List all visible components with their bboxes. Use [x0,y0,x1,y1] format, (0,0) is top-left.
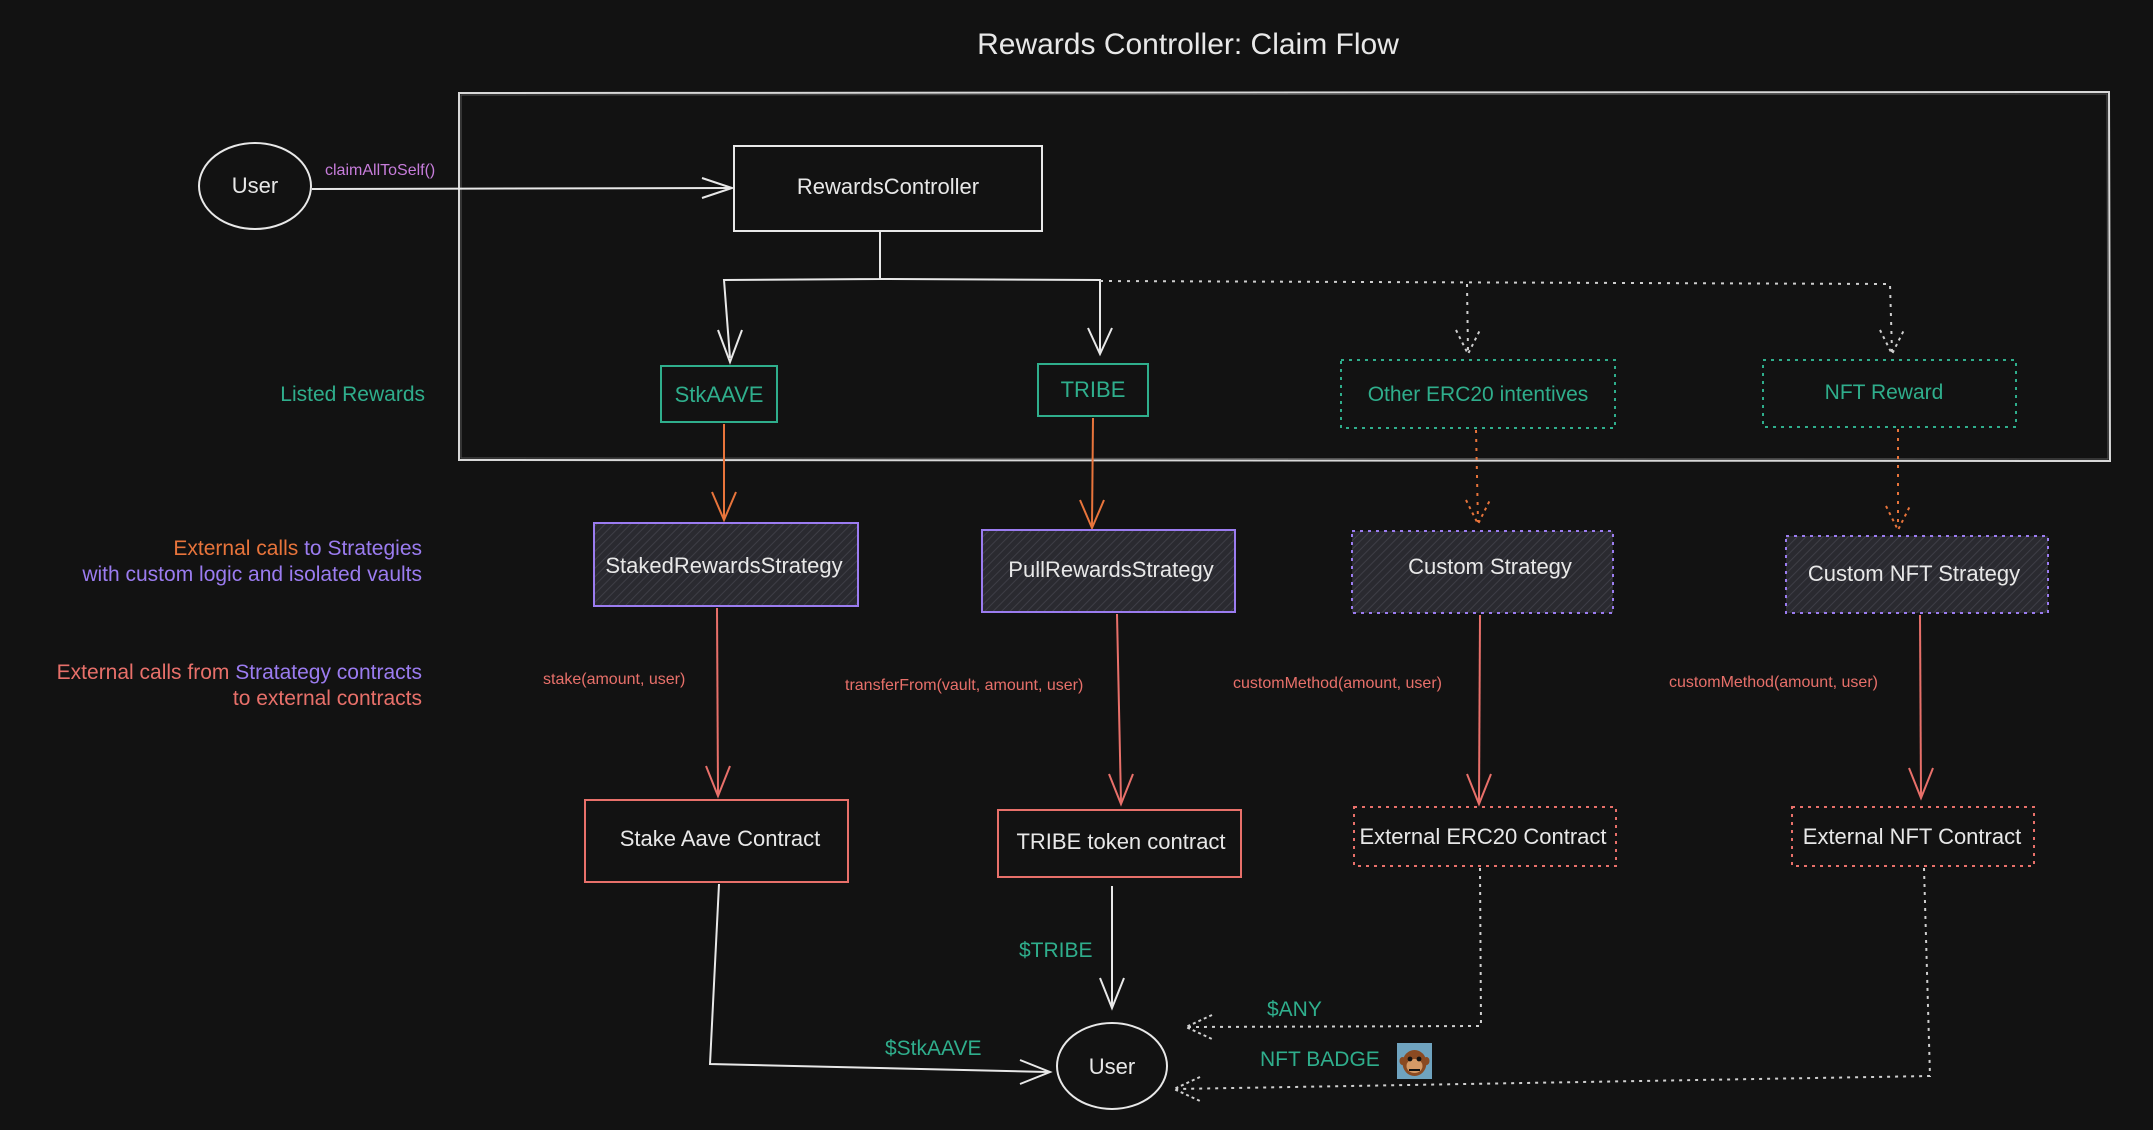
reward-other-erc20: Other ERC20 intentives [1340,359,1616,429]
call-custom-erc20-label: customMethod(amount, user) [1233,675,1442,692]
strategy-pull-rewards: PullRewardsStrategy [981,529,1236,613]
external-erc20: External ERC20 Contract [1353,806,1617,867]
strategy-custom-nft: Custom NFT Strategy [1785,535,2049,614]
controller-branches [717,231,1905,365]
strategy-custom-nft-label: Custom NFT Strategy [1808,561,2020,586]
flow-tribe-label: $TRIBE [1019,939,1093,962]
rewards-controller-boundary [458,90,2112,463]
external-calls-contracts-label: External calls from Stratategy contracts [57,661,422,684]
external-nft-label: External NFT Contract [1803,824,2021,849]
strategy-staked-rewards: StakedRewardsStrategy [593,522,859,607]
strategy-staked-rewards-label: StakedRewardsStrategy [605,553,842,578]
monkey-badge-icon [1397,1043,1432,1079]
external-stake-aave-label: Stake Aave Contract [620,826,821,851]
call-transferfrom-label: transferFrom(vault, amount, user) [845,677,1083,694]
strategy-pull-rewards-label: PullRewardsStrategy [1008,557,1213,582]
to-external-contracts-label: to external contracts [233,687,422,710]
external-erc20-label: External ERC20 Contract [1360,824,1607,849]
rewards-controller-box: RewardsController [733,145,1043,232]
external-stake-aave: Stake Aave Contract [584,799,849,883]
listed-rewards-label: Listed Rewards [280,383,425,406]
external-tribe-token: TRIBE token contract [997,809,1242,878]
user-node-top: User [198,142,312,230]
call-custom-nft-label: customMethod(amount, user) [1669,674,1878,691]
arrow-user-to-controller [311,177,736,199]
flow-stkaave-label: $StkAAVE [885,1037,982,1060]
reward-to-strategy-arrows [711,417,1911,533]
external-nft: External NFT Contract [1791,806,2035,867]
reward-nft: NFT Reward [1762,359,2017,428]
flow-nft-badge-label: NFT BADGE [1260,1048,1380,1071]
return-flows [708,867,1932,1102]
external-tribe-token-label: TRIBE token contract [1016,829,1225,854]
reward-tribe-label: TRIBE [1061,377,1126,402]
custom-logic-label: with custom logic and isolated vaults [81,563,422,586]
flow-any-label: $ANY [1267,998,1322,1021]
claim-call-label: claimAllToSelf() [325,162,435,179]
strategy-custom: Custom Strategy [1351,530,1614,614]
controller-label: RewardsController [797,174,979,199]
reward-nft-label: NFT Reward [1825,381,1944,404]
external-calls-strategies-label: External calls to Strategies [173,537,422,560]
reward-tribe: TRIBE [1037,363,1149,417]
user-bottom-label: User [1089,1054,1135,1079]
strategy-to-external-arrows [705,607,1934,807]
reward-stkaave-label: StkAAVE [675,382,764,407]
reward-stkaave: StkAAVE [660,365,778,423]
diagram-title: Rewards Controller: Claim Flow [977,28,1399,61]
user-node-bottom: User [1056,1022,1168,1110]
reward-other-erc20-label: Other ERC20 intentives [1368,383,1589,406]
user-top-label: User [232,173,278,198]
strategy-custom-label: Custom Strategy [1408,554,1572,579]
call-stake-label: stake(amount, user) [543,671,685,688]
